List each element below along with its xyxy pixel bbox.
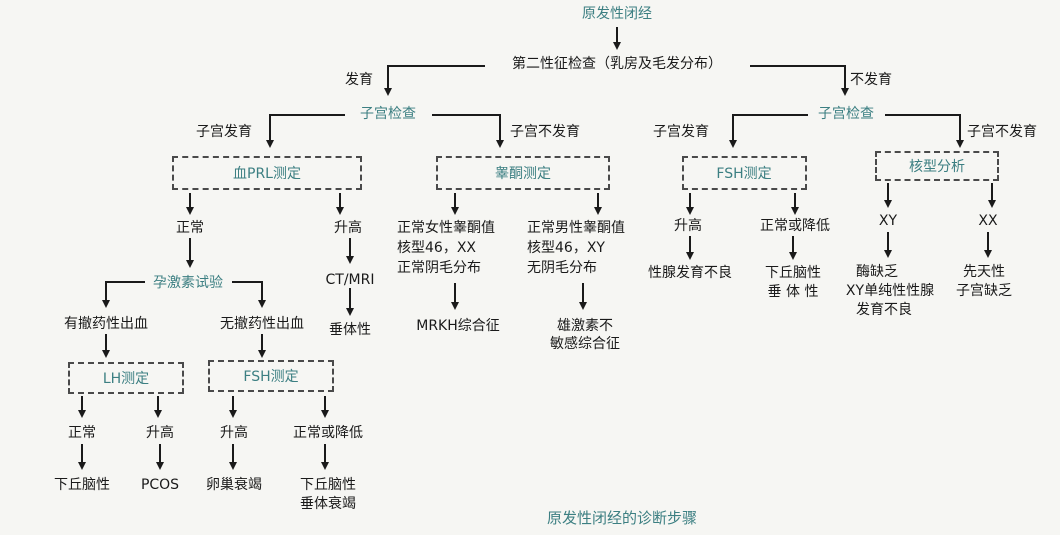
- fsh-test-right-box: [682, 156, 807, 190]
- uterus-exam-left-node: 子宫检查: [360, 106, 416, 122]
- gonadal-dysgenesis-node: 性腺发育不良: [648, 265, 732, 281]
- root-node: 原发性闭经: [582, 6, 652, 22]
- withdrawal-bleeding-node: 有撤药性出血: [64, 316, 148, 332]
- arrow-no-withdrawal: [232, 281, 266, 308]
- arrow-undeveloped: [750, 65, 849, 96]
- enzyme-line-3: 发育不良: [856, 302, 912, 318]
- arrow-uterus-undev-right: [885, 114, 964, 148]
- prl-normal-label: 正常: [176, 220, 204, 236]
- fsh-elevated-left-label: 升高: [220, 425, 248, 441]
- arrow-uterus-dev-right: [729, 114, 808, 148]
- hp-right-line-1: 下丘脑性: [765, 265, 821, 281]
- prl-test-box: [172, 156, 362, 190]
- ct-mri-node: CT/MRI: [325, 272, 375, 288]
- congenital-line-1: 先天性: [963, 264, 1005, 280]
- prl-elevated-label: 升高: [334, 220, 362, 236]
- hp-right-line-2: 垂 体 性: [767, 284, 819, 300]
- uterus-exam-right-node: 子宫检查: [818, 106, 874, 122]
- fsh-normal-low-right-label: 正常或降低: [760, 218, 830, 234]
- male-t-line-3: 无阴毛分布: [527, 260, 597, 276]
- male-t-line-2: 核型46，XY: [527, 240, 605, 256]
- arrow-withdrawal: [102, 281, 145, 308]
- karyotype-label: 核型分析: [909, 159, 965, 175]
- arrow-developed: [384, 65, 485, 96]
- branch-developed-label: 发育: [345, 72, 373, 88]
- female-t-line-3: 正常阴毛分布: [397, 260, 481, 276]
- female-t-line-2: 核型46，XX: [397, 240, 476, 256]
- lh-elevated-label: 升高: [146, 425, 174, 441]
- fsh-test-left-box: [208, 360, 334, 392]
- hypothalamic-node: 下丘脑性: [54, 477, 110, 493]
- ais-line-2: 敏感综合征: [550, 336, 620, 352]
- hp-failure-line-1: 下丘脑性: [300, 477, 356, 493]
- uterus-developed-right-label: 子宫发育: [653, 124, 709, 140]
- lh-test-label: LH测定: [102, 371, 150, 387]
- fsh-elevated-right-label: 升高: [674, 218, 702, 234]
- figure-caption: 原发性闭经的诊断步骤: [546, 509, 698, 527]
- pituitary-node: 垂体性: [329, 322, 371, 338]
- testosterone-test-box: [436, 156, 610, 190]
- lh-test-box: [68, 362, 184, 394]
- no-withdrawal-bleeding-node: 无撤药性出血: [220, 316, 304, 332]
- xy-label: XY: [878, 213, 898, 229]
- secondary-sex-exam-node: 第二性征检查（乳房及毛发分布）: [512, 56, 722, 72]
- uterus-undeveloped-left-label: 子宫不发育: [510, 124, 580, 140]
- testosterone-test-label: 睾酮测定: [495, 166, 551, 182]
- enzyme-line-2: XY单纯性性腺: [845, 283, 935, 299]
- karyotype-box: [875, 151, 999, 181]
- progesterone-test-node: 孕激素试验: [153, 275, 223, 291]
- xx-label: XX: [978, 213, 998, 229]
- pcos-node: PCOS: [140, 477, 180, 493]
- arrow-uterus-dev-left: [266, 114, 345, 148]
- enzyme-line-1: 酶缺乏: [856, 264, 898, 280]
- hp-failure-line-2: 垂体衰竭: [300, 496, 356, 512]
- mrkh-node: MRKH综合征: [416, 318, 500, 334]
- fsh-normal-low-left-label: 正常或降低: [293, 425, 363, 441]
- prl-test-label: 血PRL测定: [233, 166, 301, 182]
- ovarian-failure-node: 卵巢衰竭: [206, 477, 262, 493]
- lh-normal-label: 正常: [68, 425, 96, 441]
- male-t-line-1: 正常男性睾酮值: [527, 220, 625, 236]
- ais-line-1: 雄激素不: [557, 318, 613, 334]
- uterus-undeveloped-right-label: 子宫不发育: [967, 124, 1037, 140]
- arrow-uterus-undev-left: [432, 114, 504, 148]
- congenital-line-2: 子宫缺乏: [956, 283, 1012, 299]
- fsh-test-left-label: FSH测定: [243, 369, 299, 385]
- female-t-line-1: 正常女性睾酮值: [397, 220, 495, 236]
- branch-undeveloped-label: 不发育: [850, 72, 892, 88]
- uterus-developed-left-label: 子宫发育: [196, 124, 252, 140]
- fsh-test-right-label: FSH测定: [716, 166, 772, 182]
